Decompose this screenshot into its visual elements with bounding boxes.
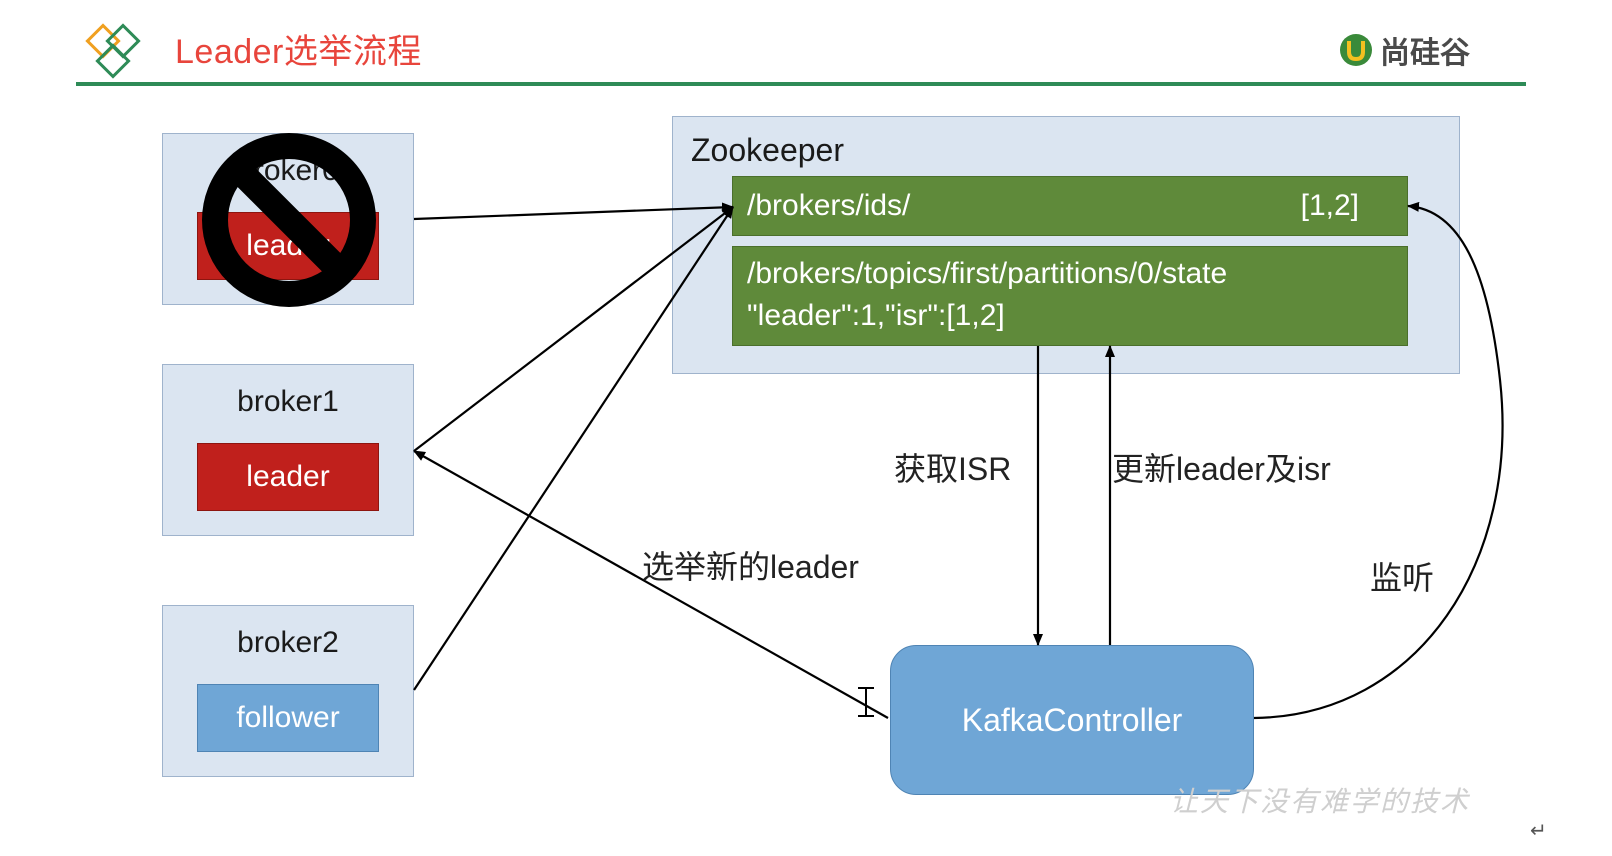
broker2-role: follower [197,684,379,752]
brand-logo: 尚硅谷 [1338,30,1470,70]
label-elect-leader: 选举新的leader [642,549,859,585]
page-title: Leader选举流程 [175,33,422,71]
label-update-leader: 更新leader及isr [1112,451,1331,487]
kafka-controller: KafkaController [890,645,1254,795]
arrow-controller-to-broker1 [413,450,889,719]
zookeeper-title: Zookeeper [691,132,844,168]
broker2-box: broker2 follower [162,605,414,777]
paragraph-mark-icon: ↵ [1530,820,1547,842]
header-divider [76,82,1526,86]
arrow-broker0-to-zk [413,202,734,221]
arrow-controller-watch-zk [1253,201,1504,720]
zk-state-value: "leader":1,"isr":[1,2] [747,299,1005,332]
broker1-name: broker1 [237,385,339,418]
brand-name: 尚硅谷 [1380,37,1470,70]
zk-ids-path: /brokers/ids/ [747,189,911,222]
brand-u-icon [1340,34,1372,66]
zk-state-node: /brokers/topics/first/partitions/0/state… [732,246,1408,346]
no-entry-icon [198,132,380,308]
text-cursor-icon [858,687,874,717]
zk-state-path: /brokers/topics/first/partitions/0/state [747,257,1228,290]
watermark: 让天下没有难学的技术 [1170,786,1471,817]
zk-ids-value: [1,2] [1300,189,1359,222]
label-get-isr: 获取ISR [894,451,1012,487]
zk-ids-node: /brokers/ids/ [1,2] [732,176,1408,236]
broker1-box: broker1 leader [162,364,414,536]
logo-icon [82,20,152,82]
arrow-broker1-to-zk [413,206,734,452]
broker2-name: broker2 [237,626,339,659]
arrow-broker2-to-zk [413,206,734,691]
broker1-role: leader [197,443,379,511]
label-watch: 监听 [1370,560,1435,596]
